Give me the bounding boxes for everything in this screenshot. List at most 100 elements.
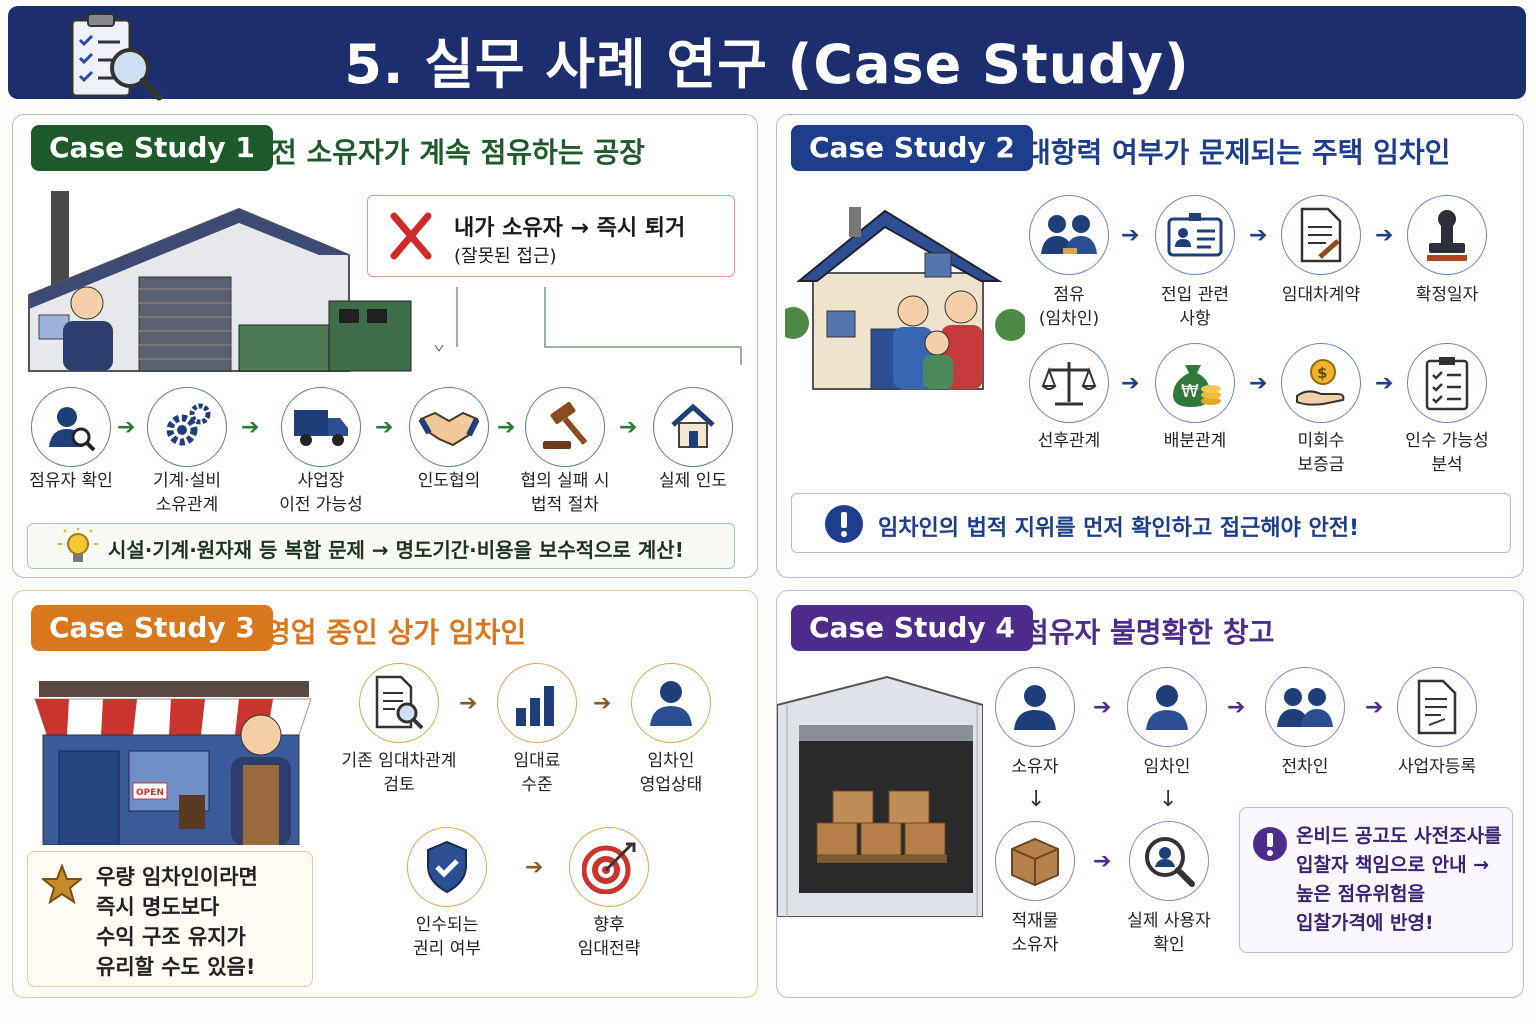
wrong-approach-note: (잘못된 접근) [454,246,557,267]
step-circle [569,827,649,907]
step-label: 사업자등록 [1397,757,1477,777]
arrow-icon: ➔ [525,855,544,880]
handshake-icon [419,411,479,447]
case-badge: Case Study 3 [31,605,273,651]
shield-check-icon [427,840,467,894]
business-doc-icon [1417,679,1457,735]
step-circle [1029,195,1109,275]
tip-text: 시설·기계·원자재 등 복합 문제 → 명도기간·비용을 보수적으로 계산! [108,538,684,562]
step-circle [1407,343,1487,423]
person-search-icon [49,407,96,452]
step-circle [407,827,487,907]
case-subtitle: 점유자 불명확한 창고 [1023,616,1275,649]
exclamation-icon [1253,827,1287,861]
two-persons-icon [1277,688,1333,727]
coin-hand-icon: $ [1296,359,1345,406]
step-circle [147,387,227,467]
step-label: 점유(임차인) [1038,285,1100,329]
arrow-icon: ➔ [1121,223,1140,248]
step-label: 소유자 [1011,757,1059,777]
gavel-icon [543,401,588,449]
owner-person-icon [1014,685,1056,730]
exclamation-icon [825,505,863,543]
arrow-icon: ➔ [459,691,478,716]
arrow-icon: ➔ [1375,371,1394,396]
arrow-icon: ➔ [1227,695,1246,720]
step-circle [359,663,439,743]
user-search-icon [1145,837,1195,887]
arrow-icon: ➔ [1249,223,1268,248]
checklist-icon [1425,357,1469,411]
arrow-icon: ➔ [497,415,516,440]
box-icon [1011,837,1059,887]
clipboard-search-icon [70,13,163,101]
tenant-person-icon [1146,685,1188,730]
case-study-2-panel: Case Study 2 대항력 여부가 문제되는 주택 임차인 점유(임차인)… [776,114,1524,578]
step-circle [631,663,711,743]
step-circle [995,821,1075,901]
house-family-illustration [785,207,1025,390]
tip-box: 시설·기계·원자재 등 복합 문제 → 명도기간·비용을 보수적으로 계산! [27,523,735,569]
arrow-icon: ➔ [619,415,638,440]
connector-lines [434,287,742,365]
arrow-icon: ➔ [1249,371,1268,396]
factory-illustration [28,191,412,372]
step-circle [409,387,489,467]
step-circle [1407,195,1487,275]
step-circle [281,387,361,467]
arrow-icon: ➔ [241,415,260,440]
step-circle [497,663,577,743]
step-label: 전차인 [1281,757,1329,777]
step-circle [1265,667,1345,747]
step-label: 배분관계 [1163,431,1227,451]
case-subtitle: 영업 중인 상가 임차인 [265,616,527,649]
step-circle [1281,195,1361,275]
step-circle [1129,821,1209,901]
case-badge: Case Study 4 [791,605,1033,651]
truck-icon [294,410,348,446]
gears-icon [166,403,211,446]
alert-text: 임차인의 법적 지위를 먼저 확인하고 접근해야 안전! [878,516,1360,541]
step-circle: ₩ [1155,343,1235,423]
step-circle [1127,667,1207,747]
header-banner: 5. 실무 사례 연구 (Case Study) [8,6,1526,101]
step-circle [525,387,605,467]
step-circle [653,387,733,467]
step-label: 선후관계 [1037,431,1101,451]
x-mark-icon [390,212,432,260]
arrow-icon: ➔ [593,691,612,716]
arrow-icon: ➔ [117,415,136,440]
case-badge: Case Study 1 [31,125,273,171]
svg-text:₩: ₩ [1181,381,1199,402]
step-label: 점유자 확인 [29,471,113,491]
wrong-approach-text: 내가 소유자 → 즉시 퇴거 [454,216,686,241]
down-arrow-icon: ↓ [1027,787,1046,812]
wrong-approach-box: 내가 소유자 → 즉시 퇴거 (잘못된 접근) [367,195,735,277]
svg-text:$: $ [1317,364,1327,382]
step-circle [31,387,111,467]
step-label: 실제 인도 [659,471,727,491]
step-label: 임차인 [1143,757,1191,777]
scale-icon [1041,362,1097,406]
warehouse-illustration [777,675,983,917]
case-subtitle: 전 소유자가 계속 점유하는 공장 [271,136,645,169]
alert-box: 임차인의 법적 지위를 먼저 확인하고 접근해야 안전! [791,493,1511,553]
shop-illustration: OPEN [34,681,312,845]
arrow-icon: ➔ [1093,695,1112,720]
arrow-icon: ➔ [1365,695,1384,720]
